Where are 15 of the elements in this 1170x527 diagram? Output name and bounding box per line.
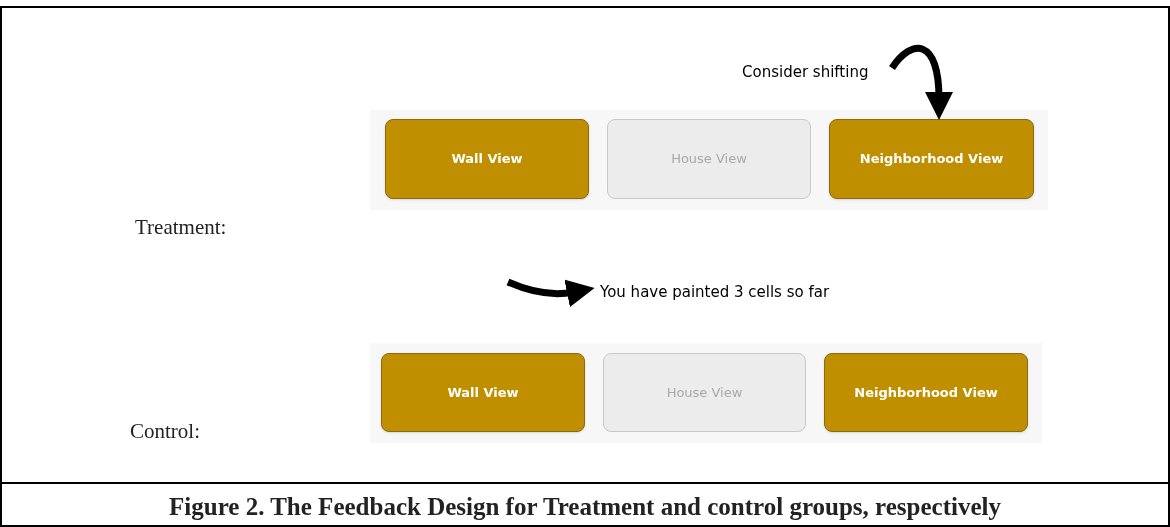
group-label: Control: <box>130 418 200 445</box>
view-button: Wall View <box>381 353 585 432</box>
button-bar <box>370 343 1042 443</box>
feedback-text: Consider shifting <box>742 60 882 84</box>
figure-caption: Figure 2. The Feedback Design for Treatment and control groups, respectively <box>168 492 1002 522</box>
curved-arrow <box>506 278 595 307</box>
group-label: Treatment: <box>135 214 227 241</box>
feedback-text: You have painted 3 cells so far <box>600 280 850 304</box>
view-button: Neighborhood View <box>829 119 1034 199</box>
view-button: House View <box>603 353 806 432</box>
button-bar <box>370 110 1048 210</box>
curved-arrow <box>889 45 953 120</box>
view-button: House View <box>607 119 811 199</box>
view-button: Neighborhood View <box>824 353 1028 432</box>
view-button: Wall View <box>385 119 589 199</box>
